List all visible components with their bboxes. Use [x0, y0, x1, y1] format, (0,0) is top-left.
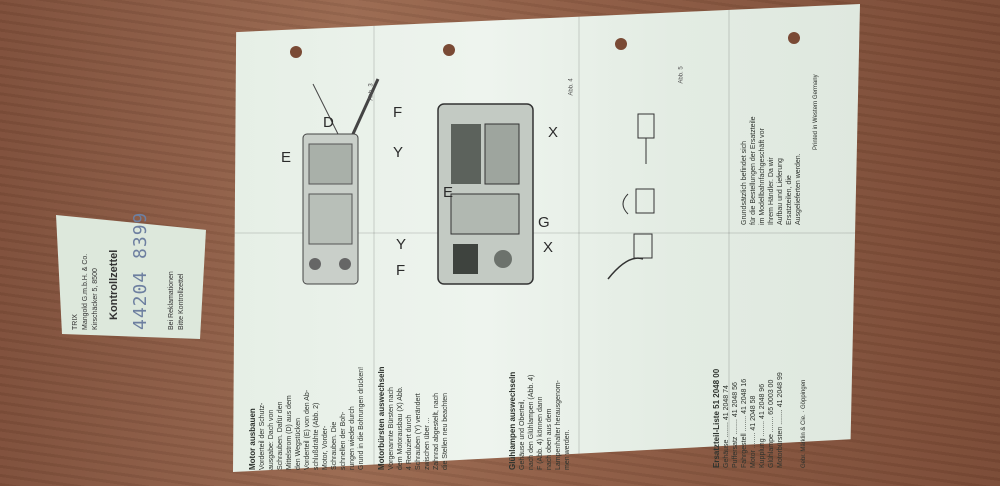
footer-left: Gebr. Märklin & Cie. · Göppingen — [801, 379, 807, 468]
fig3-letter-e: E — [281, 149, 292, 166]
parts-row-5: Kupplung ........ 41 2048 96 — [759, 383, 766, 468]
figure-abb4-motor — [437, 103, 534, 285]
control-card — [56, 215, 206, 339]
right-line-3: im Modellbahnfachgeschäft vor — [759, 128, 766, 225]
fig5-label: Abb. 5 — [678, 66, 685, 84]
col3-line-6: men werden. — [564, 429, 571, 470]
col3-line-2: nach den Glühlampen (Abb. 4) — [528, 374, 535, 470]
fig4-letter-x-bottom: X — [543, 239, 554, 256]
col1-line-7: schlußdrähte (Abb. 2) — [313, 402, 320, 470]
fig4-letter-g: G — [538, 214, 550, 231]
col1-line-10: schnellen der Boh- — [340, 411, 347, 470]
punch-hole-3 — [615, 38, 627, 50]
col3-heading: Glühlampen auswechseln — [508, 371, 517, 470]
col3-line-4: nach oben aus dem — [546, 408, 553, 471]
fig4-label: Abb. 4 — [568, 78, 575, 96]
col3-line-5: Lampenhalter herausgenom- — [555, 380, 562, 470]
right-line-7: Ausgelieferten werden. — [795, 153, 802, 225]
col2-line-5: zwischen über ... — [424, 417, 431, 470]
col2-line-7: die Stellen neu beachten — [442, 392, 449, 470]
parts-row-6: Glühlampe ........ 65 0003 00 — [768, 379, 775, 468]
col1-heading: Motor ausbauen — [248, 408, 257, 470]
col2-line-2: dem Motorausbau (X) Abb. — [397, 386, 404, 470]
col1-line-5: den Wegstücken — [295, 417, 302, 470]
fig4-letter-f-top: F — [393, 104, 403, 121]
fig4-letter-y-bottom: Y — [396, 236, 407, 253]
figure-abb5-lamp — [607, 113, 655, 280]
col1-line-9: Schrauben. Die — [331, 421, 338, 470]
card-footer-1: Bei Reklamationen — [168, 271, 175, 330]
footer-right: Printed in Western Germany — [813, 74, 819, 150]
col2-heading: Motorbürsten auswechseln — [377, 366, 386, 470]
right-line-6: Ersatzteilen, die — [786, 175, 793, 225]
card-number: 44204 8399 — [130, 211, 151, 330]
fig3-letter-d: D — [323, 114, 334, 131]
col3-line-1: Gehäuse und Oberteil, — [519, 399, 526, 470]
parts-row-7: Motorbürsten ........ 41 2048 99 — [777, 372, 784, 468]
card-line-2: Mangold G.m.b.H. & Co. — [82, 253, 89, 330]
col1-line-4: Mittelstrom (D) aus dem — [286, 395, 293, 470]
card-line-3: Kirschäcker 5, 8500 — [92, 268, 99, 330]
col3-line-3: F (Abb. 4) können dann — [537, 396, 544, 470]
col1-line-3: Schrauben. Dafür den — [277, 401, 284, 471]
punch-hole-4 — [788, 32, 800, 44]
fig4-letter-f-bottom: F — [396, 262, 406, 279]
fig4-letter-y-top: Y — [393, 144, 404, 161]
col2-line-3: 4 Reduziert durch — [406, 414, 413, 470]
col1-line-8: Motor, Vorder- — [322, 425, 329, 470]
punch-hole-1 — [290, 46, 302, 58]
right-line-4: Ihrem Händler. Da wir — [768, 157, 775, 225]
col2-line-4: Schrauben (Y) verändert — [415, 393, 422, 470]
punch-hole-2 — [443, 44, 455, 56]
card-title: Kontrollzettel — [108, 249, 120, 320]
col1-line-11: rungen wieder durch — [349, 406, 356, 470]
col1-line-2: ausgabe: Dach von — [268, 409, 275, 470]
card-footer-2: Bitte Kontrollzettel — [178, 273, 185, 330]
instruction-sheet: E D Abb. 3 F Y X E G X Y F Abb. 4 Abb. 5 — [233, 4, 860, 472]
col2-line-6: Zahnrad abgestellt, nach — [433, 392, 440, 470]
card-line-1: TRIX — [72, 314, 79, 330]
parts-row-1: Gehäuse ........ 41 2048 74 — [723, 385, 730, 468]
col2-line-1: Vorgenannte Bürsten nach — [388, 387, 395, 470]
figure-abb3-locomotive — [302, 78, 380, 285]
right-line-5: Aufbau und Lieferung — [777, 158, 784, 225]
parts-heading: Ersatzteil-Liste 51 2048 00 — [712, 368, 721, 468]
right-line-1: Grundsätzlich befindet sich — [741, 140, 748, 225]
col1-line-1: Vorderteil der Schutz- — [259, 402, 266, 470]
right-line-2: für die Bestellungen der Ersatzteile — [750, 116, 757, 225]
parts-row-2: Puffersatz ........ 41 2048 56 — [732, 382, 739, 468]
col1-line-12: Grund in die Bohrungen drücken! — [358, 366, 365, 470]
fig4-letter-e: E — [443, 184, 454, 201]
fig4-letter-x-top: X — [548, 124, 559, 141]
col1-line-6: Vorderteil (E) von den Ab- — [304, 389, 311, 470]
parts-row-3: Fahrgestell ........ 41 2048 16 — [741, 378, 748, 468]
fig3-label: Abb. 3 — [368, 83, 375, 101]
parts-row-4: Motor ........ 41 2048 58 — [750, 395, 757, 468]
